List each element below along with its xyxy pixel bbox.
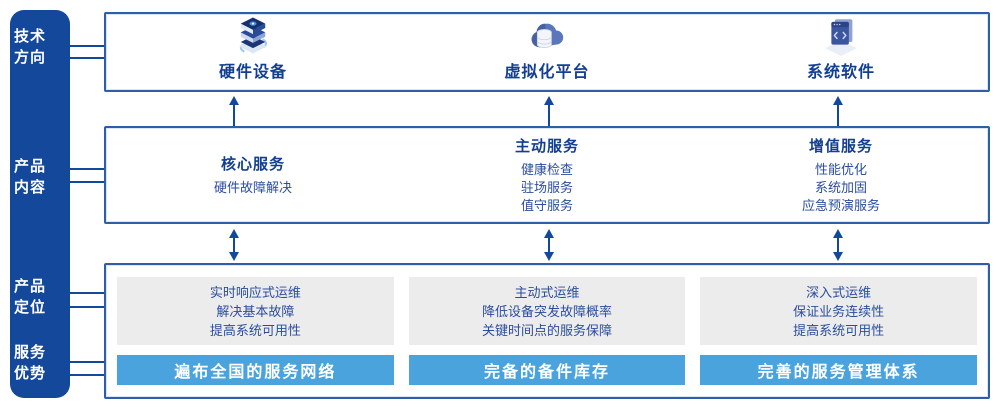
sidebar-label-product-position: 产品 定位 [13, 278, 46, 316]
positioning-line: 深入式运维 [806, 284, 872, 300]
service-item: 驻场服务 [520, 180, 573, 195]
tech-direction-box: 硬件设备 虚拟化平台 系统软件 [104, 12, 990, 92]
arrow-up-icon [544, 96, 554, 126]
connector-line [67, 306, 105, 308]
server-stack-icon [239, 17, 267, 54]
connector-line [67, 361, 105, 363]
service-item: 应急预演服务 [801, 198, 880, 213]
tech-col-hardware: 硬件设备 [106, 14, 400, 90]
sidebar-label-service-advantage: 服务 优势 [13, 344, 46, 382]
product-position-box: 实时响应式运维 解决基本故障 提高系统可用性 遍布全国的服务网络 主动式运维 降… [104, 263, 990, 399]
product-content-box: 核心服务 硬件故障解决 主动服务 健康检查 驻场服务 值守服务 增值服务 性能优… [104, 126, 990, 224]
advantage-banner: 完善的服务管理体系 [700, 355, 978, 385]
connector-line [67, 45, 105, 47]
positioning-line: 保证业务连续性 [793, 303, 885, 319]
positioning-panel: 主动式运维 降低设备突发故障概率 关键时间点的服务保障 [408, 277, 686, 345]
connector-line [67, 57, 105, 59]
arrow-up-down-icon [544, 229, 554, 261]
service-item: 健康检查 [520, 162, 573, 177]
service-title: 主动服务 [514, 138, 579, 155]
connector-line [67, 292, 105, 294]
positioning-line: 主动式运维 [514, 284, 580, 300]
connector-line [67, 181, 105, 183]
tech-label-system-software: 系统软件 [806, 64, 875, 81]
code-window-icon [825, 19, 857, 56]
connector-line [67, 374, 105, 376]
advantage-banner: 遍布全国的服务网络 [117, 355, 394, 385]
service-col-core: 核心服务 硬件故障解决 [106, 128, 400, 222]
arrow-up-down-icon [833, 229, 843, 261]
tech-col-system-software: 系统软件 [694, 14, 988, 90]
arrow-up-icon [833, 96, 843, 126]
position-col-proactive: 主动式运维 降低设备突发故障概率 关键时间点的服务保障 完备的备件库存 [408, 277, 686, 385]
sidebar-label-tech-direction: 技术 方向 [13, 28, 46, 66]
tech-label-virtualization: 虚拟化平台 [504, 64, 590, 81]
position-col-indepth: 深入式运维 保证业务连续性 提高系统可用性 完善的服务管理体系 [700, 277, 978, 385]
service-item: 硬件故障解决 [213, 180, 292, 195]
positioning-line: 解决基本故障 [216, 303, 295, 319]
arrow-up-down-icon [229, 229, 239, 261]
connector-line [67, 168, 105, 170]
cloud-database-icon [531, 23, 564, 49]
tech-label-hardware: 硬件设备 [218, 64, 287, 81]
positioning-line: 提高系统可用性 [793, 322, 885, 338]
service-item: 值守服务 [520, 198, 573, 213]
tech-col-virtualization: 虚拟化平台 [400, 14, 694, 90]
positioning-line: 实时响应式运维 [209, 284, 301, 300]
positioning-panel: 深入式运维 保证业务连续性 提高系统可用性 [700, 277, 978, 345]
sidebar-label-product-content: 产品 内容 [13, 158, 46, 196]
arrow-up-icon [229, 96, 239, 126]
positioning-line: 提高系统可用性 [209, 322, 301, 338]
position-col-realtime: 实时响应式运维 解决基本故障 提高系统可用性 遍布全国的服务网络 [117, 277, 394, 385]
advantage-banner: 完备的备件库存 [408, 355, 686, 385]
service-item: 性能优化 [814, 162, 867, 177]
service-col-value-added: 增值服务 性能优化 系统加固 应急预演服务 [694, 128, 988, 222]
positioning-line: 降低设备突发故障概率 [482, 303, 613, 319]
service-title: 核心服务 [220, 156, 285, 173]
positioning-line: 关键时间点的服务保障 [482, 322, 613, 338]
positioning-panel: 实时响应式运维 解决基本故障 提高系统可用性 [117, 277, 394, 345]
service-item: 系统加固 [814, 180, 867, 195]
service-title: 增值服务 [808, 138, 873, 155]
service-col-proactive: 主动服务 健康检查 驻场服务 值守服务 [400, 128, 694, 222]
category-sidebar [10, 10, 70, 398]
